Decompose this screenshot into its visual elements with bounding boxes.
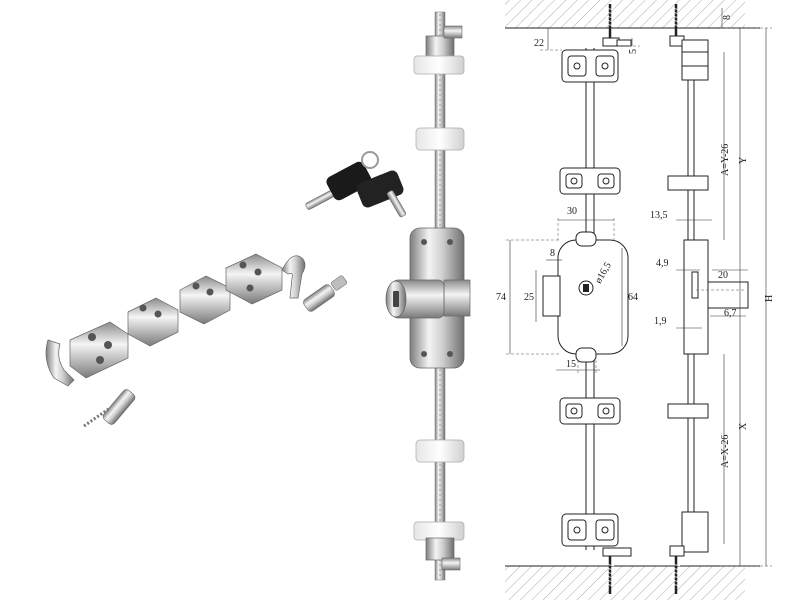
dim-x: X <box>738 422 749 430</box>
dim-22: 22 <box>534 38 544 49</box>
dim-a-x-26: A=X-26 <box>720 435 731 468</box>
dim-y: Y <box>738 157 749 164</box>
loose-parts-group <box>45 151 407 428</box>
technical-drawing: 22 5 8 A=Y-26 Y H A=X-26 X 30 8 ø16,5 74… <box>496 0 775 600</box>
dim-8: 8 <box>722 15 733 20</box>
side-view <box>667 4 749 594</box>
dim-20: 20 <box>718 270 728 281</box>
dim-a-y-26: A=Y-26 <box>720 144 731 176</box>
dim-30: 30 <box>567 206 577 217</box>
screw-pin-icon <box>83 389 136 428</box>
lock-body-outline <box>557 239 629 355</box>
top-surface-hatch <box>505 0 745 28</box>
keys-icon <box>305 151 407 218</box>
dim-1-9: 1,9 <box>654 316 667 327</box>
front-view <box>542 4 632 594</box>
dim-5: 5 <box>628 49 639 54</box>
bottom-surface-hatch <box>505 566 745 600</box>
dim-64: 64 <box>628 292 638 303</box>
dim-74: 74 <box>496 292 506 303</box>
assembled-rod-lock-icon <box>385 11 471 581</box>
locking-pin-icon <box>303 275 348 312</box>
dim-8-small: 8 <box>550 248 555 259</box>
dimension-labels: 22 5 8 A=Y-26 Y H A=X-26 X 30 8 ø16,5 74… <box>496 15 775 468</box>
dim-15: 15 <box>566 359 576 370</box>
dim-6-7: 6,7 <box>724 308 737 319</box>
dim-4-9: 4,9 <box>656 258 669 269</box>
dim-13-5: 13,5 <box>650 210 668 221</box>
hook-bracket-large-icon <box>45 321 129 387</box>
hook-bracket-small-icon <box>225 253 306 305</box>
guide-block-2-icon <box>179 275 231 325</box>
guide-block-1-icon <box>127 297 179 347</box>
dim-h: H <box>764 295 775 302</box>
dim-25: 25 <box>524 292 534 303</box>
dimension-lines <box>506 8 772 567</box>
